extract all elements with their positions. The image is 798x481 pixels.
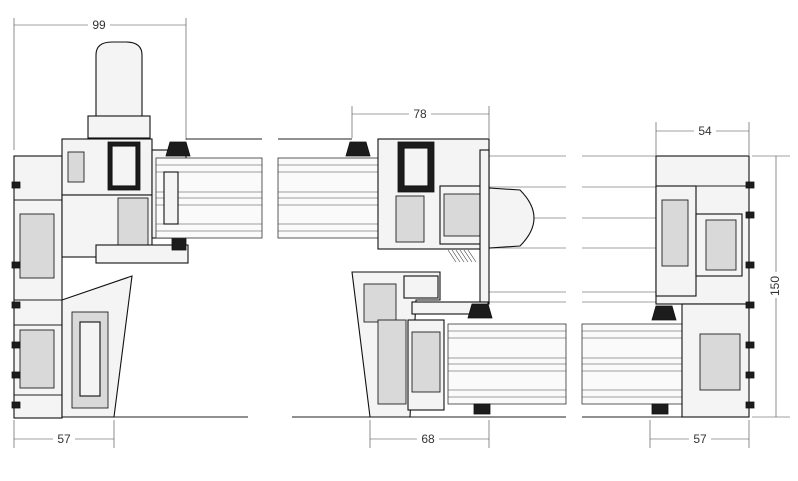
lower-glazing: [447, 323, 683, 415]
dim-right-bottom: 57: [693, 432, 707, 446]
hatched-strip: [447, 249, 477, 263]
dim-left-top: 99: [92, 18, 106, 32]
dim-middle-top: 78: [413, 107, 427, 121]
dim-middle-bottom: 68: [421, 432, 435, 446]
right-section: [651, 155, 755, 418]
middle-glazing: [277, 157, 379, 239]
middle-section: [345, 138, 535, 418]
dim-left-bottom: 57: [57, 432, 71, 446]
dim-right-side: 150: [768, 276, 782, 296]
left-section: [11, 41, 191, 419]
left-glazing: [155, 157, 263, 239]
dimension-labels: 99 57 78 68 54 57 150: [53, 17, 784, 446]
dim-right-top: 54: [698, 124, 712, 138]
